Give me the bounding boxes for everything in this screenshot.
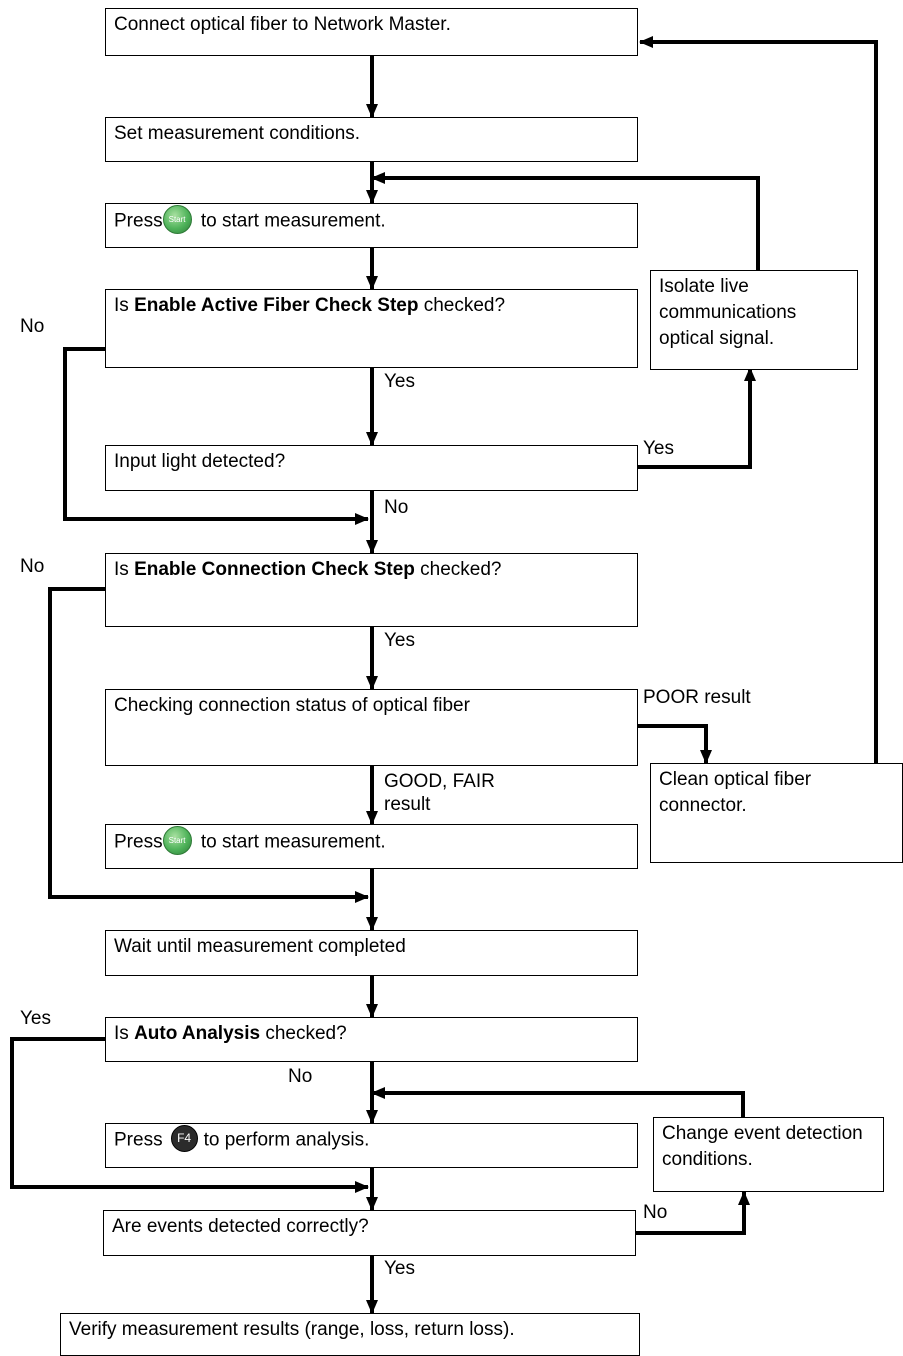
step-wait-measurement-text: Wait until measurement completed (114, 936, 406, 957)
step-wait-measurement: Wait until measurement completed (105, 930, 638, 976)
label-auto-analysis-no: No (288, 1066, 313, 1087)
label-connection-check-yes: Yes (384, 630, 415, 651)
start-button-icon: Start (162, 826, 192, 855)
start-button-icon: Start (162, 205, 192, 234)
decision-input-light: Input light detected? (105, 445, 638, 491)
loop-isolate-to-press-start (371, 172, 760, 270)
label-input-light-yes: Yes (643, 438, 674, 459)
label-connection-check-no: No (20, 556, 45, 577)
connection-check-setting: Enable Connection Check Step (134, 559, 415, 580)
press-f4-before: Press (114, 1129, 163, 1151)
press-start-1-before: Press (114, 210, 163, 232)
label-auto-analysis-yes: Yes (20, 1008, 51, 1029)
step-set-conditions: Set measurement conditions. (105, 117, 638, 162)
step-change-event-conditions: Change event detection conditions. (653, 1117, 884, 1192)
label-events-yes: Yes (384, 1258, 415, 1279)
label-active-check-yes: Yes (384, 371, 415, 392)
arrow-poor-result (638, 724, 712, 764)
arrow-input-light-yes (638, 367, 756, 469)
step-isolate-signal-text: Isolate live communications optical sign… (659, 276, 797, 349)
step-isolate-signal: Isolate live communications optical sign… (650, 270, 858, 370)
step-verify-results: Verify measurement results (range, loss,… (60, 1313, 640, 1356)
active-check-setting: Enable Active Fiber Check Step (134, 295, 419, 316)
decision-input-light-text: Input light detected? (114, 451, 286, 472)
press-start-2-before: Press (114, 831, 163, 853)
decision-active-fiber-check: Is Enable Active Fiber Check Step checke… (105, 289, 638, 368)
press-f4-after: to perform analysis. (203, 1129, 370, 1151)
step-set-conditions-text: Set measurement conditions. (114, 123, 361, 144)
active-check-after: checked? (418, 295, 506, 316)
press-start-2-after: to start measurement. (195, 831, 386, 853)
connection-check-after: checked? (414, 559, 502, 580)
f4-button-icon: F4 (170, 1125, 198, 1152)
step-change-event-conditions-text: Change event detection conditions. (662, 1123, 863, 1170)
step-clean-connector-text: Clean optical fiber connector. (659, 769, 812, 816)
loop-change-event-to-f4 (371, 1087, 745, 1117)
arrow-events-no (636, 1191, 750, 1235)
active-check-before: Is (114, 295, 135, 316)
auto-analysis-after: checked? (260, 1023, 347, 1044)
decision-auto-analysis: Is Auto Analysis checked? (105, 1017, 638, 1062)
connection-check-before: Is (114, 559, 135, 580)
decision-events-correct: Are events detected correctly? (103, 1210, 636, 1256)
step-checking-status-text: Checking connection status of optical fi… (114, 695, 470, 716)
arrow-auto-yes (10, 1037, 369, 1193)
label-poor-result: POOR result (643, 687, 751, 708)
step-connect-fiber-text: Connect optical fiber to Network Master. (114, 14, 451, 35)
arrow-connection-check-no (48, 587, 369, 903)
auto-analysis-before: Is (114, 1023, 135, 1044)
step-checking-status: Checking connection status of optical fi… (105, 689, 638, 766)
step-verify-results-text: Verify measurement results (range, loss,… (69, 1319, 515, 1340)
label-input-light-no: No (384, 497, 409, 518)
press-start-1-after: to start measurement. (195, 210, 386, 232)
label-events-no: No (643, 1202, 668, 1223)
loop-clean-to-connect (639, 36, 878, 763)
decision-events-correct-text: Are events detected correctly? (112, 1216, 369, 1237)
auto-analysis-setting: Auto Analysis (134, 1023, 261, 1044)
step-clean-connector: Clean optical fiber connector. (650, 763, 903, 863)
label-good-fair-result: GOOD, FAIR result (384, 771, 495, 815)
decision-connection-check: Is Enable Connection Check Step checked? (105, 553, 638, 627)
arrow-active-check-no (63, 347, 369, 525)
step-connect-fiber: Connect optical fiber to Network Master. (105, 8, 638, 56)
label-active-check-no: No (20, 316, 45, 337)
